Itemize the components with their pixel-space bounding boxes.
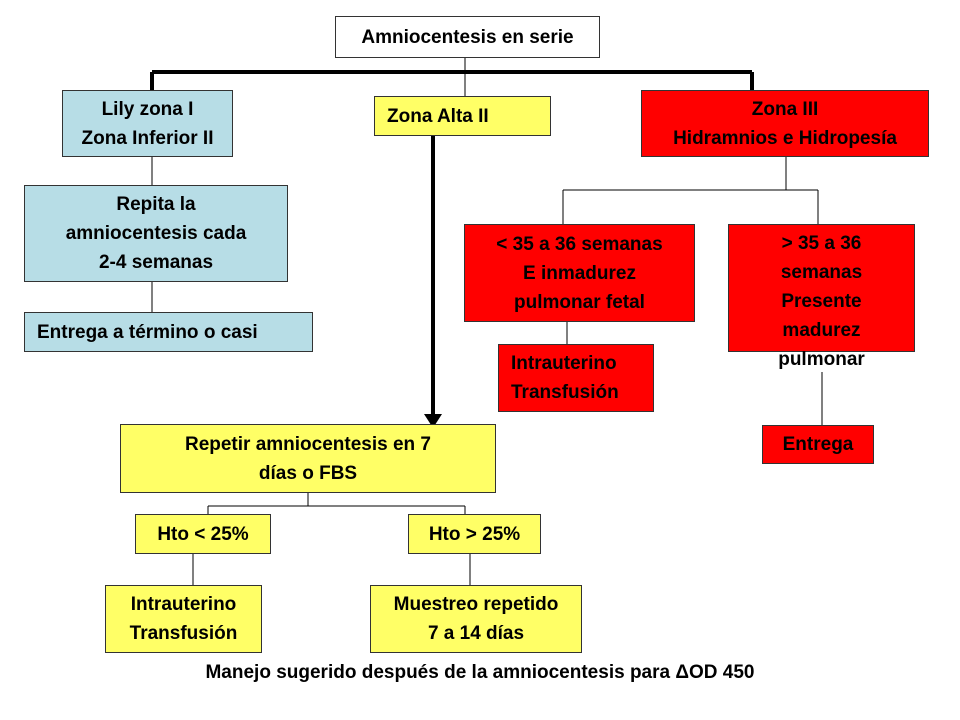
zone1-line-2: Zona Inferior II <box>81 127 214 149</box>
hto-low-label: Hto < 25% <box>157 523 249 545</box>
lt35-line-3: pulmonar fetal <box>514 291 645 313</box>
delivery-left-node: Entrega a término o casi <box>24 312 313 352</box>
diagram-caption: Manejo sugerido después de la amniocente… <box>205 662 755 683</box>
zone1-node: Lily zona I Zona Inferior II <box>62 90 233 157</box>
zone3-line-2: Hidramnios e Hidropesía <box>673 127 897 149</box>
zone1-line-1: Lily zona I <box>101 98 194 120</box>
lt35-node: < 35 a 36 semanas E inmadurez pulmonar f… <box>464 224 695 322</box>
transfusion-red-line-1: Intrauterino <box>511 353 617 374</box>
gt35-line-1: > 35 a 36 <box>781 233 862 254</box>
zone2-label: Zona Alta II <box>387 105 489 127</box>
transfusion-yellow-line-1: Intrauterino <box>130 594 237 615</box>
repeat-mid-line-1: Repetir amniocentesis en 7 <box>184 433 432 455</box>
transfusion-yellow-line-2: Transfusión <box>129 623 238 644</box>
gt35-node: > 35 a 36 semanas Presente madurez pulmo… <box>728 224 915 370</box>
hto-high-label: Hto > 25% <box>428 523 521 545</box>
repeat-mid-node: Repetir amniocentesis en 7 días o FBS <box>120 424 496 493</box>
gt35-line-2: semanas <box>780 262 863 283</box>
repeat-left-line-1: Repita la <box>116 194 196 215</box>
transfusion-yellow-node: Intrauterino Transfusión <box>105 585 262 653</box>
gt35-line-5: pulmonar <box>778 349 865 370</box>
repeat-mid-line-2: días o FBS <box>258 462 358 484</box>
root-label: Amniocentesis en serie <box>361 26 574 48</box>
resample-line-1: Muestreo repetido <box>393 594 559 615</box>
arrow-head <box>424 414 442 428</box>
gt35-line-4: madurez <box>782 320 861 341</box>
delivery-red-node: Entrega <box>762 425 874 464</box>
zone3-line-1: Zona III <box>751 98 819 120</box>
delivery-red-label: Entrega <box>782 434 854 455</box>
repeat-left-line-2: amniocentesis cada <box>65 223 247 244</box>
zone3-node: Zona III Hidramnios e Hidropesía <box>641 90 929 157</box>
lt35-line-1: < 35 a 36 semanas <box>496 233 663 255</box>
transfusion-red-node: Intrauterino Transfusión <box>498 344 654 412</box>
hto-high-node: Hto > 25% <box>408 514 541 554</box>
delivery-left-label: Entrega a término o casi <box>37 321 258 343</box>
zone2-node: Zona Alta II <box>374 96 551 136</box>
repeat-left-line-3: 2-4 semanas <box>98 252 214 273</box>
transfusion-red-line-2: Transfusión <box>511 382 619 403</box>
repeat-left-node: Repita la amniocentesis cada 2-4 semanas <box>24 185 288 282</box>
root-node: Amniocentesis en serie <box>335 16 600 58</box>
lt35-line-2: E inmadurez <box>523 262 636 284</box>
resample-line-2: 7 a 14 días <box>427 623 525 644</box>
resample-node: Muestreo repetido 7 a 14 días <box>370 585 582 653</box>
gt35-line-3: Presente <box>781 291 862 312</box>
hto-low-node: Hto < 25% <box>135 514 271 554</box>
